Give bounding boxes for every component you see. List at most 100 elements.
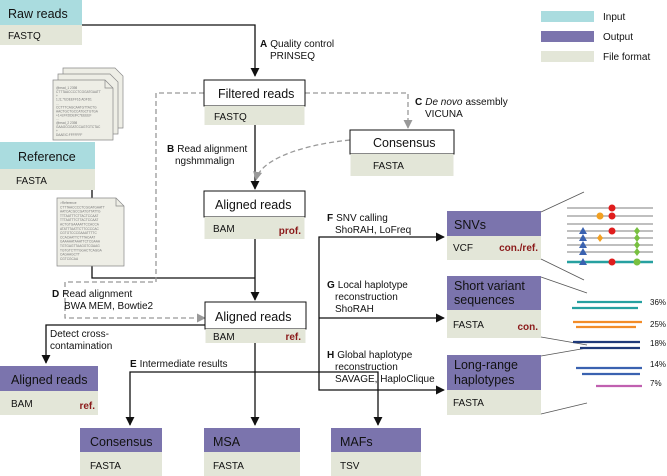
svg-text:BWA MEM, Bowtie2: BWA MEM, Bowtie2 bbox=[64, 301, 154, 312]
svg-text:reconstruction: reconstruction bbox=[335, 292, 398, 303]
zoom-lines bbox=[540, 191, 588, 415]
snvs-title: SNVs bbox=[454, 218, 486, 232]
haplotype-frequency-label: 25% bbox=[650, 320, 666, 329]
snv-dot bbox=[608, 258, 616, 266]
haplotype-frequency-label: 7% bbox=[650, 379, 662, 388]
haplotype-illustration: 36%25%18%14%7% bbox=[572, 298, 666, 388]
consensus-out-format: FASTA bbox=[90, 461, 121, 472]
short-variants-title-2: sequences bbox=[454, 293, 514, 307]
snv-dot bbox=[608, 204, 616, 212]
arrow-raw-to-filtered bbox=[82, 24, 260, 77]
aligned-reads-prof-title: Aligned reads bbox=[215, 198, 291, 212]
msa-title: MSA bbox=[213, 435, 241, 449]
consensus-vicuna-box: Consensus FASTA bbox=[349, 129, 455, 176]
msa-box: MSA FASTA bbox=[204, 428, 300, 476]
svg-text:reconstruction: reconstruction bbox=[335, 362, 398, 373]
fastq-document-stack: @read_1 2398CTTTAACCCCTCGGATGAATT+1,!1;:… bbox=[52, 67, 124, 141]
legend-input-label: Input bbox=[603, 12, 625, 23]
dashed-connectors bbox=[64, 92, 413, 323]
snv-triangle bbox=[579, 227, 587, 234]
fastq-doc-line: @read_2 2398 bbox=[56, 121, 77, 125]
ref-doc-line: ATATTTAATTCTTCCCCAC bbox=[60, 227, 100, 231]
fastq-doc-line: @read_1 2398 bbox=[56, 86, 77, 90]
ref-doc-line: TTTAATTTCTTACTCCAAT bbox=[60, 214, 98, 218]
reference-box: Reference FASTA bbox=[0, 142, 95, 190]
dashed-consensus-to-aligned bbox=[253, 139, 351, 181]
mafs-format: TSV bbox=[340, 461, 360, 472]
raw-reads-box: Raw reads FASTQ bbox=[0, 0, 82, 45]
short-variants-box: Short variant sequences FASTA con. bbox=[447, 276, 541, 338]
svg-text:VICUNA: VICUNA bbox=[425, 109, 463, 120]
snv-dot bbox=[596, 212, 604, 220]
arrow-to-snvs bbox=[318, 232, 445, 318]
snv-illustration bbox=[567, 204, 653, 266]
snv-dot bbox=[608, 227, 616, 235]
haplotype-frequency-label: 14% bbox=[650, 360, 666, 369]
ref-doc-line: TGTGAGTTAAGGTCGAAG bbox=[60, 244, 100, 248]
arrow-to-long-range bbox=[318, 318, 445, 395]
snv-triangle bbox=[579, 241, 587, 248]
reference-title: Reference bbox=[18, 150, 76, 164]
aligned-reads-ref-format: BAM bbox=[213, 332, 235, 343]
ref-doc-line: CGTCGCAA bbox=[60, 257, 79, 261]
long-range-box: Long-range haplotypes FASTA bbox=[447, 355, 541, 415]
ref-doc-line: >Reference bbox=[60, 201, 77, 205]
fastq-doc-line: + bbox=[56, 94, 58, 98]
aligned-reads-ref-title: Aligned reads bbox=[215, 310, 291, 324]
fastq-doc-line: +1+EFF2IDEIFC*EEEEF bbox=[56, 113, 91, 117]
long-range-title-1: Long-range bbox=[454, 358, 518, 372]
legend-format-label: File format bbox=[603, 52, 650, 63]
snvs-box: SNVs VCF con./ref. bbox=[447, 211, 541, 260]
aligned-reads-contam-box: Aligned reads BAM ref. bbox=[0, 366, 98, 415]
legend-output-label: Output bbox=[603, 32, 633, 43]
short-variants-format: FASTA bbox=[453, 320, 484, 331]
ref-doc-line: TTTAATTTCTTACTCCAAT bbox=[60, 218, 98, 222]
snv-dot bbox=[633, 258, 641, 266]
aligned-reads-ref-tag: ref. bbox=[285, 332, 301, 343]
ref-doc-line: CCACAATTCTTTACAAT bbox=[60, 235, 95, 239]
svg-text:SAVAGE, HaploClique: SAVAGE, HaploClique bbox=[335, 374, 435, 385]
long-range-title-2: haplotypes bbox=[454, 373, 514, 387]
aligned-reads-prof-format: BAM bbox=[213, 224, 235, 235]
fastq-doc-line: 1,!1;:*EDEEFF16:ADFD1 bbox=[56, 98, 92, 102]
arrow-to-mafs bbox=[255, 371, 383, 426]
fastq-doc-line: AACTGCTGCCATGCTGTGA bbox=[56, 109, 99, 113]
fastq-doc-line: ... bbox=[56, 117, 59, 121]
svg-text:Detect cross-: Detect cross- bbox=[50, 329, 109, 340]
aligned-reads-prof-box: Aligned reads BAM prof. bbox=[203, 190, 306, 239]
snv-diamond bbox=[597, 234, 603, 242]
ref-doc-line: CAGAAGCTT bbox=[60, 253, 80, 257]
dashed-filtered-to-consensus bbox=[305, 92, 413, 129]
snv-triangle bbox=[579, 258, 587, 265]
haplotype-frequency-label: 36% bbox=[650, 298, 666, 307]
arrow-to-consensus-out bbox=[125, 371, 255, 426]
aligned-reads-contam-title: Aligned reads bbox=[11, 373, 87, 387]
svg-text:contamination: contamination bbox=[50, 341, 112, 352]
consensus-vicuna-format: FASTA bbox=[373, 161, 404, 172]
snv-diamond bbox=[634, 227, 640, 235]
dashed-loop bbox=[64, 92, 206, 323]
svg-text:ShoRAH, LoFreq: ShoRAH, LoFreq bbox=[335, 225, 411, 236]
aligned-reads-contam-tag: ref. bbox=[79, 401, 95, 412]
aligned-reads-contam-format: BAM bbox=[11, 399, 33, 410]
snv-triangle bbox=[579, 248, 587, 255]
short-variants-title-1: Short variant bbox=[454, 279, 525, 293]
snv-triangle bbox=[579, 234, 587, 241]
snv-diamond bbox=[634, 248, 640, 256]
consensus-out-box: Consensus FASTA bbox=[80, 428, 162, 476]
fastq-doc-line: + bbox=[56, 129, 58, 133]
fastq-doc-line: GAAGCGGATCCAGTGTCTAC bbox=[56, 125, 101, 129]
